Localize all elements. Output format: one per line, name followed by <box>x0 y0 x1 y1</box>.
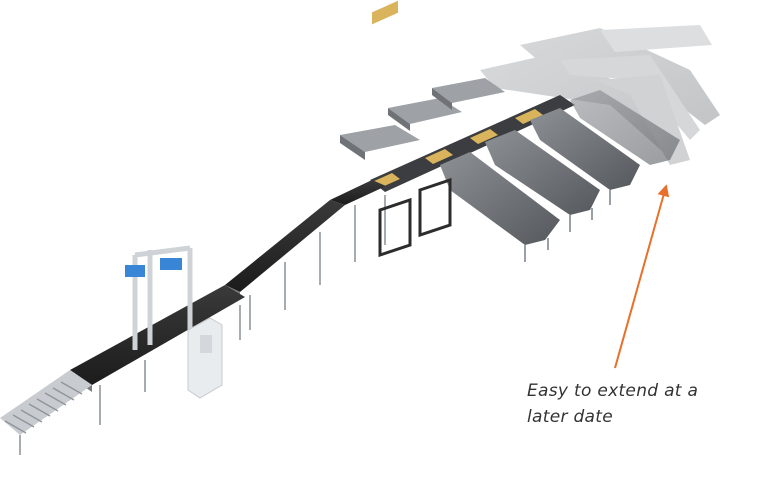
annotation-line-1: Easy to extend at a <box>527 381 699 401</box>
sorter-chutes <box>340 0 680 262</box>
extension-annotation: Easy to extend at a later date <box>527 378 747 430</box>
annotation-line-2: later date <box>527 407 613 427</box>
incline-conveyor <box>225 177 452 330</box>
scanner-gantry <box>125 245 223 399</box>
roller-conveyor <box>0 370 92 455</box>
annotation-arrow <box>614 184 670 369</box>
